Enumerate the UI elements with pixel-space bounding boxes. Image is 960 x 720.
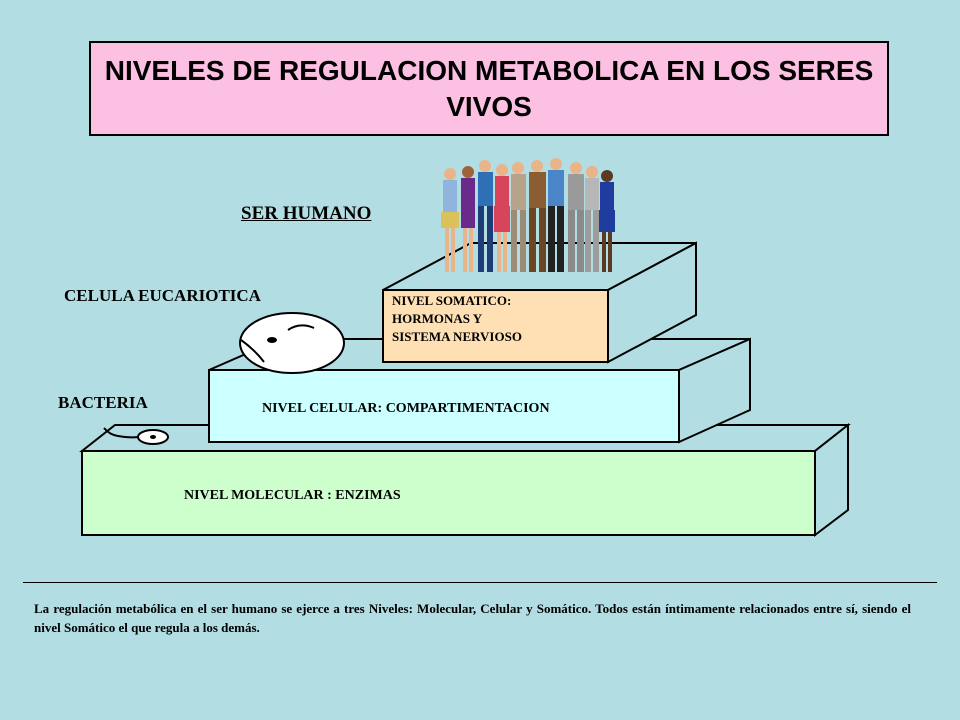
people-group-icon [441,158,615,272]
level-somatic-line: HORMONAS Y [392,311,483,326]
page-title: NIVELES DE REGULACION METABOLICA EN LOS … [89,41,889,136]
level-somatic-line: SISTEMA NERVIOSO [392,329,522,344]
eukaryotic-cell-icon [239,312,345,374]
level-cellular-text: NIVEL CELULAR: COMPARTIMENTACION [262,401,550,416]
label-celula-eucariotica: CELULA EUCARIOTICA [64,286,261,305]
caption-text: La regulación metabólica en el ser human… [34,601,911,635]
label-ser-humano: SER HUMANO [241,203,372,224]
level-somatic-line: NIVEL SOMATICO: [392,293,512,308]
divider [23,582,937,583]
bacterium-icon [103,427,169,445]
label-bacteria: BACTERIA [58,393,148,412]
block-somatic [382,241,697,364]
level-molecular-text: NIVEL MOLECULAR : ENZIMAS [184,488,401,503]
level-somatic-text: NIVEL SOMATICO: HORMONAS Y SISTEMA NERVI… [392,292,522,346]
